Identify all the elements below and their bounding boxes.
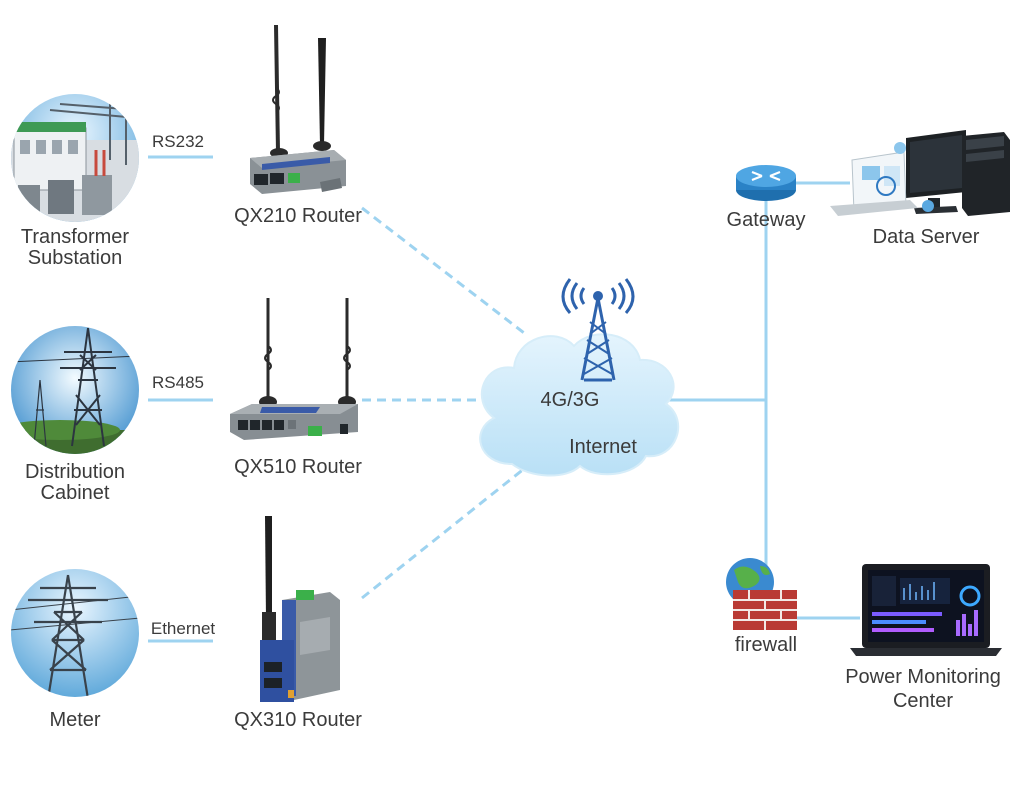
qx210-router-image — [250, 24, 346, 194]
protocol-label-rs232: RS232 — [152, 132, 204, 151]
protocol-label-ethernet: Ethernet — [150, 619, 216, 638]
qx310-router-image — [260, 516, 340, 702]
site-label-meter: Meter — [49, 709, 101, 731]
firewall-label: firewall — [734, 634, 798, 656]
gateway-label: Gateway — [726, 209, 806, 231]
router-label-qx510: QX510 Router — [234, 456, 362, 478]
link-qx210-cloud — [361, 206, 529, 338]
cloud-label-internet: Internet — [569, 436, 637, 458]
monitoring-laptop-icon — [850, 564, 1002, 656]
qx510-router-image — [230, 298, 358, 440]
monitoring-center-label: Power Monitoring Center — [845, 666, 1001, 712]
pylon-photo — [11, 569, 139, 697]
cloud-label-4g3g: 4G/3G — [540, 389, 600, 411]
solid-links — [148, 155, 860, 643]
cell-tower-icon — [561, 278, 635, 382]
link-qx310-cloud — [361, 458, 536, 600]
site-label-distribution-cabinet: Distribution Cabinet — [24, 461, 126, 504]
firewall-icon — [726, 558, 797, 630]
data-server-label: Data Server — [872, 226, 980, 248]
router-label-qx310: QX310 Router — [234, 709, 362, 731]
substation-photo — [11, 94, 139, 222]
pylon-photo — [11, 326, 139, 454]
gateway-router-icon — [736, 165, 796, 201]
site-label-transformer-substation: Transformer Substation — [20, 226, 130, 269]
router-label-qx210: QX210 Router — [234, 205, 362, 227]
dashed-links — [361, 206, 536, 600]
protocol-label-rs485: RS485 — [152, 373, 204, 392]
data-server-icon — [830, 130, 1010, 216]
internet-cloud-icon — [479, 333, 680, 477]
